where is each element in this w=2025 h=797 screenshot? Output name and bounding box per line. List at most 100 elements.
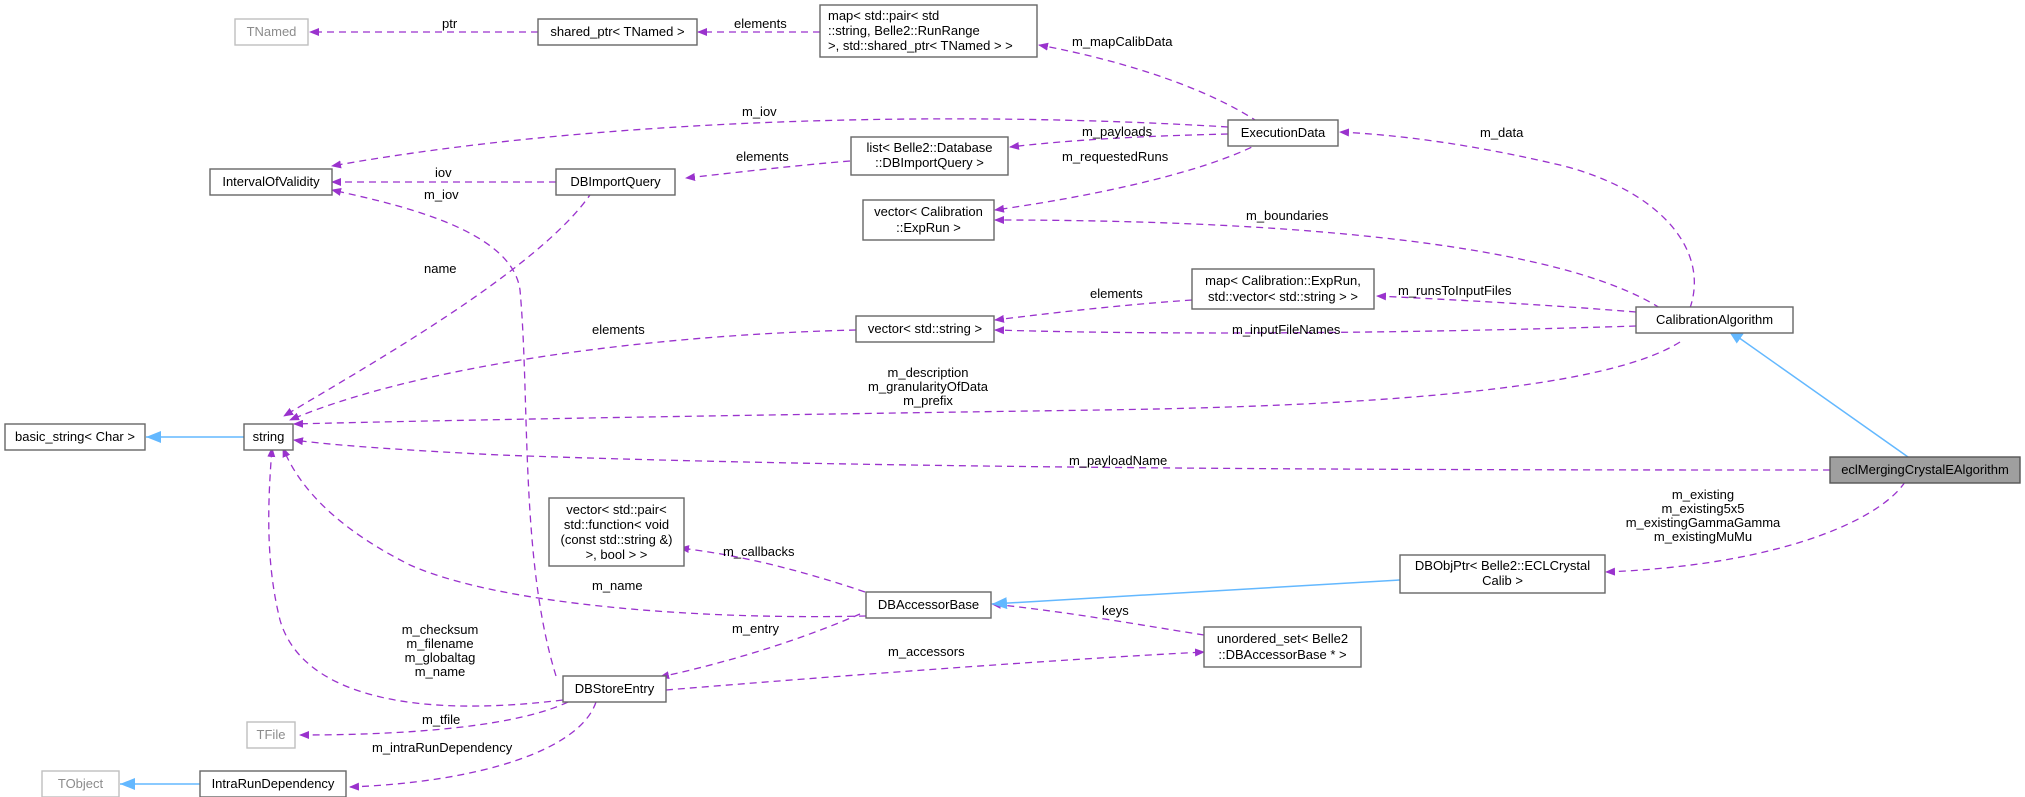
- svg-text:IntraRunDependency: IntraRunDependency: [212, 776, 335, 791]
- node-unordered-set[interactable]: unordered_set< Belle2 ::DBAccessorBase *…: [1203, 626, 1362, 668]
- edge-ecl-to-string: [293, 437, 1831, 471]
- edge-execution-data-to-list: [1009, 133, 1229, 150]
- svg-text:(const std::string &): (const std::string &): [561, 532, 673, 547]
- label-m-runstoinputfiles: m_runsToInputFiles: [1398, 283, 1512, 298]
- edges: [120, 28, 1909, 791]
- label-m-existingmumu: m_existingMuMu: [1654, 529, 1752, 544]
- svg-text:std::vector< std::string > >: std::vector< std::string > >: [1208, 289, 1358, 304]
- node-calibration-algorithm[interactable]: CalibrationAlgorithm: [1635, 306, 1794, 334]
- svg-text:IntervalOfValidity: IntervalOfValidity: [222, 174, 320, 189]
- svg-text:ExecutionData: ExecutionData: [1241, 125, 1326, 140]
- svg-text:unordered_set< Belle2: unordered_set< Belle2: [1217, 631, 1348, 646]
- label-m-existinggammagamma: m_existingGammaGamma: [1626, 515, 1781, 530]
- node-tnamed[interactable]: TNamed: [234, 18, 309, 46]
- edge-execution-data-to-interval: [331, 118, 1229, 169]
- label-m-requestedruns: m_requestedRuns: [1062, 149, 1169, 164]
- label-m-mapcalibdata: m_mapCalibData: [1072, 34, 1173, 49]
- node-dbimport-query[interactable]: DBImportQuery: [555, 168, 676, 196]
- label-m-iov-store: m_iov: [424, 187, 459, 202]
- label-ptr: ptr: [442, 16, 458, 31]
- label-elements-shared: elements: [734, 16, 787, 31]
- label-m-inputfilenames: m_inputFileNames: [1232, 322, 1341, 337]
- node-map-calib[interactable]: map< std::pair< std ::string, Belle2::Ru…: [819, 4, 1038, 58]
- node-tobject[interactable]: TObject: [41, 770, 120, 797]
- svg-text:map< std::pair< std: map< std::pair< std: [828, 8, 939, 23]
- svg-text:vector< Calibration: vector< Calibration: [874, 204, 983, 219]
- label-m-existing5x5: m_existing5x5: [1661, 501, 1744, 516]
- edge-execution-data-to-vector-exprun: [994, 141, 1263, 213]
- label-elements-map: elements: [1090, 286, 1143, 301]
- edge-calib-algo-to-vector-exprun: [994, 216, 1661, 309]
- label-m-globaltag: m_globaltag: [405, 650, 476, 665]
- label-m-iov-exec: m_iov: [742, 104, 777, 119]
- svg-text:TObject: TObject: [58, 776, 104, 791]
- label-m-name-store: m_name: [415, 664, 466, 679]
- node-vector-exprun[interactable]: vector< Calibration ::ExpRun >: [862, 199, 995, 241]
- edge-dbaccessor-to-dbstore: [659, 613, 861, 680]
- node-ecl-merging-crystal-e-algorithm[interactable]: eclMergingCrystalEAlgorithm: [1829, 456, 2021, 484]
- label-m-checksum: m_checksum: [402, 622, 479, 637]
- svg-text:eclMergingCrystalEAlgorithm: eclMergingCrystalEAlgorithm: [1841, 462, 2009, 477]
- node-dbobjptr[interactable]: DBObjPtr< Belle2::ECLCrystal Calib >: [1399, 554, 1606, 594]
- svg-text:::DBImportQuery >: ::DBImportQuery >: [875, 155, 984, 170]
- label-m-intrarundependency: m_intraRunDependency: [372, 740, 513, 755]
- node-list-dbimport[interactable]: list< Belle2::Database ::DBImportQuery >: [850, 136, 1009, 176]
- label-m-description: m_description: [888, 365, 969, 380]
- node-interval-of-validity[interactable]: IntervalOfValidity: [209, 168, 333, 196]
- label-m-entry: m_entry: [732, 621, 779, 636]
- nodes: TNamed shared_ptr< TNamed > map< std::pa…: [4, 4, 2021, 797]
- edge-dbaccessor-to-vector-pair: [679, 545, 866, 593]
- node-vector-string[interactable]: vector< std::string >: [855, 315, 995, 343]
- label-elements-vec: elements: [592, 322, 645, 337]
- label-elements-list: elements: [736, 149, 789, 164]
- node-vector-pair-function[interactable]: vector< std::pair< std::function< void (…: [548, 497, 685, 567]
- node-shared-ptr[interactable]: shared_ptr< TNamed >: [537, 18, 698, 46]
- label-m-boundaries: m_boundaries: [1246, 208, 1329, 223]
- node-intrarun-dependency[interactable]: IntraRunDependency: [199, 770, 347, 797]
- svg-text:>, std::shared_ptr< TNamed > >: >, std::shared_ptr< TNamed > >: [828, 38, 1013, 53]
- node-execution-data[interactable]: ExecutionData: [1227, 119, 1339, 147]
- label-m-name: m_name: [592, 578, 643, 593]
- svg-text:DBStoreEntry: DBStoreEntry: [575, 681, 655, 696]
- label-ecl-existing: m_existing m_existing5x5 m_existingGamma…: [1626, 487, 1781, 544]
- edge-ecl-to-dbobjptr: [1605, 481, 1906, 576]
- svg-text:DBAccessorBase: DBAccessorBase: [878, 597, 979, 612]
- edge-unordered-set-to-dbaccessor: [991, 600, 1205, 636]
- edge-calib-algo-to-string: [293, 341, 1681, 428]
- node-string[interactable]: string: [243, 423, 294, 451]
- svg-text:list< Belle2::Database: list< Belle2::Database: [866, 140, 992, 155]
- label-m-accessors: m_accessors: [888, 644, 965, 659]
- svg-text:vector< std::string >: vector< std::string >: [868, 321, 982, 336]
- svg-text:basic_string< Char >: basic_string< Char >: [15, 429, 135, 444]
- node-dbaccessor-base[interactable]: DBAccessorBase: [865, 591, 992, 619]
- label-m-existing: m_existing: [1672, 487, 1734, 502]
- svg-text:Calib >: Calib >: [1482, 573, 1523, 588]
- edge-calib-algo-to-execution-data: [1339, 128, 1695, 309]
- node-basic-string[interactable]: basic_string< Char >: [4, 423, 146, 451]
- svg-text:std::function< void: std::function< void: [564, 517, 669, 532]
- svg-text:shared_ptr< TNamed >: shared_ptr< TNamed >: [550, 24, 684, 39]
- edge-dbimport-to-string: [283, 191, 593, 417]
- svg-text:string: string: [253, 429, 285, 444]
- edge-execution-data-to-map: [1038, 42, 1259, 123]
- label-m-prefix: m_prefix: [903, 393, 953, 408]
- svg-text:TNamed: TNamed: [247, 24, 297, 39]
- label-m-payloadname: m_payloadName: [1069, 453, 1167, 468]
- node-map-exprun[interactable]: map< Calibration::ExpRun, std::vector< s…: [1191, 268, 1375, 310]
- label-calib-strings: m_description m_granularityOfData m_pref…: [868, 365, 989, 408]
- edge-dbstore-to-intrarun: [349, 701, 597, 791]
- svg-text:map< Calibration::ExpRun,: map< Calibration::ExpRun,: [1205, 273, 1361, 288]
- svg-text:CalibrationAlgorithm: CalibrationAlgorithm: [1656, 312, 1773, 327]
- edge-vector-string-to-string: [289, 329, 857, 421]
- edge-list-to-dbimport: [685, 160, 851, 181]
- edge-calib-algo-to-vector-string: [994, 325, 1637, 335]
- edge-dbstore-to-interval: [331, 188, 557, 677]
- edge-map-exprun-to-vector-string: [994, 299, 1193, 323]
- edge-labels: ptr elements m_mapCalibData m_iov m_payl…: [372, 16, 1781, 755]
- node-dbstore-entry[interactable]: DBStoreEntry: [562, 675, 667, 703]
- node-tfile[interactable]: TFile: [246, 721, 296, 749]
- svg-text:vector< std::pair<: vector< std::pair<: [566, 502, 666, 517]
- edge-dbaccessor-to-string: [282, 447, 867, 618]
- edge-dbstore-to-tfile: [299, 701, 569, 739]
